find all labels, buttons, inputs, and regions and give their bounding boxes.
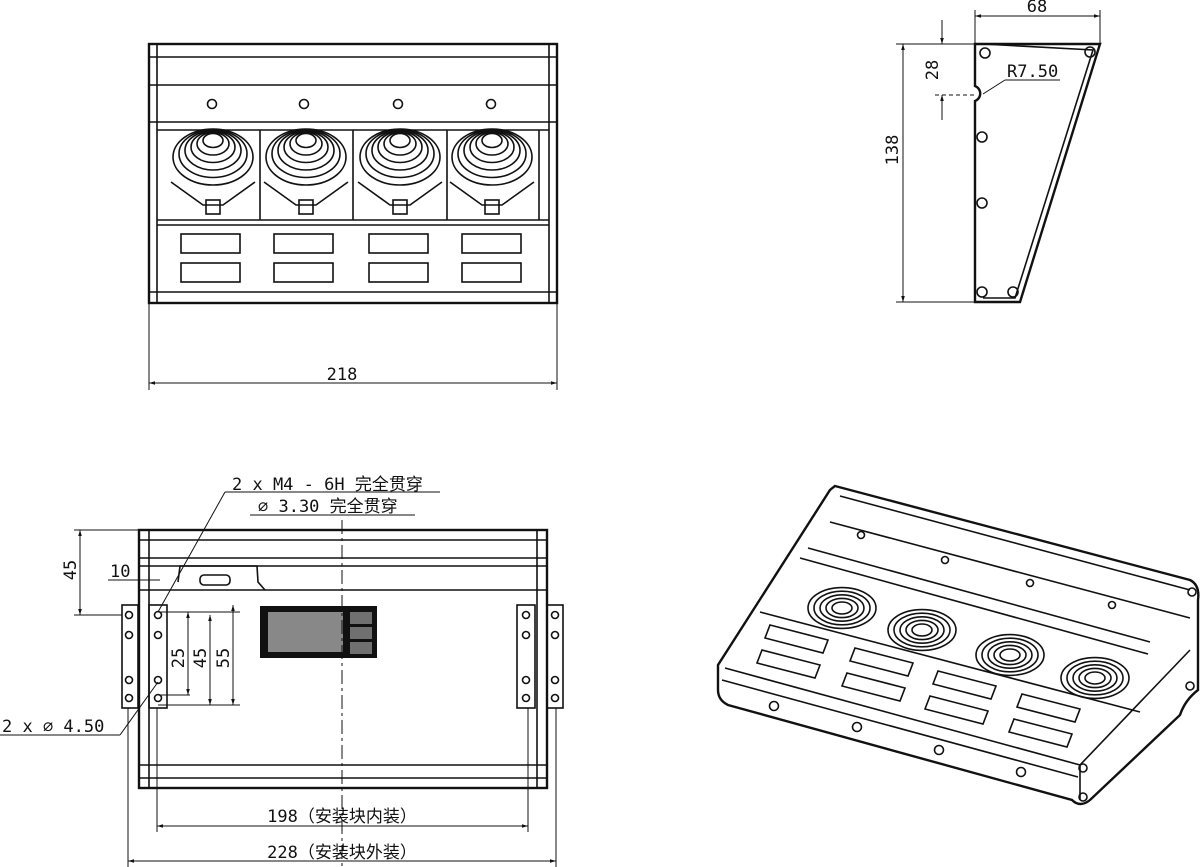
iso-slot xyxy=(848,647,915,677)
dim-28-label: 28 xyxy=(923,60,943,80)
label-slot xyxy=(461,262,522,283)
front-holes xyxy=(206,98,497,110)
dim-10-label: 10 xyxy=(110,562,130,582)
dim-45-top: 45 xyxy=(61,529,139,616)
tapped-hole-note: 2 x M4 - 6H 完全贯穿 xyxy=(232,475,423,495)
iso-cone xyxy=(807,586,877,630)
dim-68: 68 xyxy=(974,0,1101,44)
iso-label-slots xyxy=(755,624,1082,748)
front-label-slots xyxy=(180,233,522,283)
hole-callouts: 2 x M4 - 6H 完全贯穿 ∅ 3.30 完全贯穿 2 x ∅ 4.50 xyxy=(0,475,440,737)
iso-cone xyxy=(1060,656,1130,700)
dim-45-top-label: 45 xyxy=(61,560,81,580)
iso-slot xyxy=(840,672,907,702)
dim-218-label: 218 xyxy=(327,365,358,385)
iso-slot xyxy=(763,624,830,654)
radius-callout: R7.50 xyxy=(982,62,1060,95)
label-slot xyxy=(180,233,241,254)
dim-198: 198（安装块内装） xyxy=(156,708,529,832)
dim-218: 218 xyxy=(148,303,558,390)
iso-slot xyxy=(931,670,998,700)
side-profile xyxy=(973,42,1102,304)
dim-138: 138 xyxy=(883,43,975,303)
dim-55-label: 55 xyxy=(214,648,234,668)
connector xyxy=(199,574,231,586)
dim-228-label: 228（安装块外装） xyxy=(267,843,417,863)
dim-228: 228（安装块外装） xyxy=(127,708,557,867)
side-view: 68 28 R7.50 138 xyxy=(883,0,1102,304)
iso-slot xyxy=(923,695,990,725)
label-slot xyxy=(273,262,334,283)
iso-cones xyxy=(807,586,1130,700)
cone-bay xyxy=(170,128,261,220)
label-slot xyxy=(368,262,429,283)
iso-slot xyxy=(1007,718,1074,748)
mount-hole-note: 2 x ∅ 4.50 xyxy=(2,717,104,737)
front-outline xyxy=(147,42,559,305)
dim-28: 28 xyxy=(923,20,975,120)
dim-68-label: 68 xyxy=(1027,0,1047,17)
front-view: 218 xyxy=(147,42,559,390)
iso-cone xyxy=(887,608,957,652)
left-bracket xyxy=(121,604,168,709)
dim-10: 10 xyxy=(108,562,160,582)
dim-25-label: 25 xyxy=(169,648,189,668)
dim-45-label: 45 xyxy=(191,648,211,668)
cone-bay xyxy=(263,128,354,220)
dim-138-label: 138 xyxy=(883,135,903,166)
dims-25-45-55: 25 45 55 xyxy=(158,605,240,706)
drill-note: ∅ 3.30 完全贯穿 xyxy=(258,497,398,517)
dim-198-label: 198（安装块内装） xyxy=(267,807,417,827)
label-slot xyxy=(368,233,429,254)
label-slot xyxy=(180,262,241,283)
iso-slot xyxy=(755,649,822,679)
isometric-view xyxy=(716,484,1200,806)
label-slot xyxy=(273,233,334,254)
cone-bay xyxy=(357,128,448,220)
iso-cone xyxy=(975,633,1045,677)
label-slot xyxy=(461,233,522,254)
cone-bay xyxy=(449,128,540,220)
radius-label: R7.50 xyxy=(1007,62,1058,82)
iso-slot xyxy=(1015,693,1082,723)
cone-bays xyxy=(170,128,540,220)
right-bracket xyxy=(516,604,564,709)
bottom-view: 2 x M4 - 6H 完全贯穿 ∅ 3.30 完全贯穿 2 x ∅ 4.50 … xyxy=(0,475,564,867)
